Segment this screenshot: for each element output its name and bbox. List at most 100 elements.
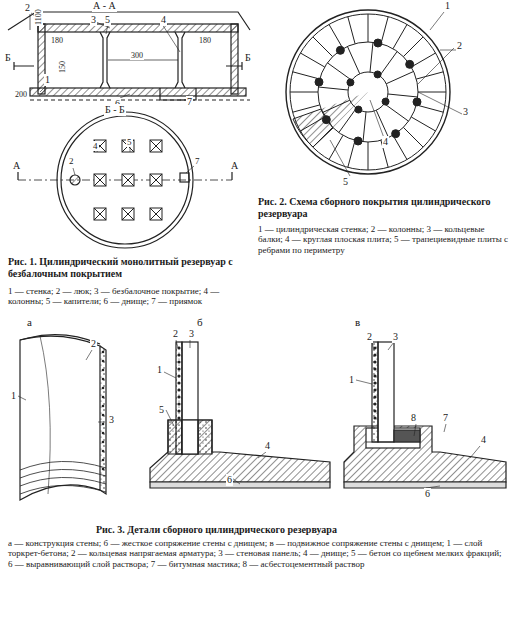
slab-joint: [386, 71, 413, 83]
capital-edge: [150, 174, 162, 186]
slab-joint: [293, 105, 320, 112]
precast-roof-plan: [286, 10, 450, 174]
callout-number: 150: [58, 60, 67, 74]
slab-joint: [411, 53, 435, 67]
rebar-dot: [102, 459, 105, 462]
column-dot: [382, 98, 389, 105]
slab-joint: [313, 37, 333, 57]
capital-edge: [150, 208, 162, 220]
callout-number: 4: [382, 136, 389, 148]
callout-number: б: [196, 316, 204, 329]
rebar-dot: [373, 374, 376, 377]
column-dot: [392, 130, 400, 138]
rebar-dot: [102, 432, 105, 435]
legend-text: 1 — стенка; 2 — люк; 3 — безбалочное пок…: [8, 286, 240, 307]
rebar-dot: [102, 423, 105, 426]
column-dot: [374, 39, 382, 47]
rebar-dot: [102, 441, 105, 444]
column-capital: [150, 174, 162, 186]
callout-number: 180: [50, 36, 64, 45]
rebar-dot: [373, 388, 376, 391]
callout-number: 6: [424, 488, 431, 500]
slab-joint: [329, 24, 343, 48]
rebar-dot: [177, 395, 180, 398]
section-a-a: [8, 4, 250, 100]
column-dot: [315, 78, 323, 86]
slab-joint: [368, 14, 369, 42]
column-capital: [150, 208, 162, 220]
rebar-dot: [102, 360, 105, 363]
slab-joint: [313, 127, 333, 147]
slab-joint: [293, 72, 320, 79]
callout-number: а: [26, 316, 33, 329]
slab-joint: [329, 135, 343, 159]
slab-joint: [300, 117, 324, 131]
figure-caption: Рис. 3. Детали сборного цилиндрического …: [96, 524, 496, 536]
slab-joint: [322, 100, 349, 112]
slab-joint: [318, 87, 348, 90]
rebar-dot: [373, 360, 376, 363]
rebar-dot: [177, 388, 180, 391]
slab-joint: [381, 17, 388, 44]
column-dot: [374, 71, 381, 78]
callout-number: 180: [198, 36, 212, 45]
callout-number: 3: [108, 414, 115, 426]
callout-number: Б - Б: [104, 104, 126, 116]
callout-number: А - А: [92, 0, 117, 12]
rebar-dot: [102, 450, 105, 453]
legend-text: 1 — цилиндрическая стенка; 2 — колонны; …: [258, 224, 508, 255]
callout-number: 5: [342, 176, 349, 188]
callout-number: 2: [68, 156, 75, 166]
callout-number: 1: [10, 390, 17, 402]
slab-joint: [380, 51, 398, 75]
slab-joint: [290, 92, 318, 93]
column-capital: [122, 174, 134, 186]
figure-caption: Рис. 2. Схема сборного покрытия цилиндри…: [258, 196, 508, 219]
rebar-dot: [373, 395, 376, 398]
rebar-dot: [373, 402, 376, 405]
slab-joint: [393, 135, 407, 159]
capital-edge: [94, 208, 106, 220]
callout-number: 7: [442, 412, 449, 424]
slab-joint: [403, 37, 423, 57]
rebar-dot: [177, 360, 180, 363]
slab-joint: [416, 72, 443, 79]
rebar-dot: [373, 416, 376, 419]
slab-joint: [411, 117, 435, 131]
rebar-dot: [102, 378, 105, 381]
wall-panel: [20, 335, 106, 500]
callout-number: 1100: [34, 8, 43, 26]
callout-number: Б: [4, 52, 12, 64]
callout-number: 2: [24, 2, 31, 14]
callout-number: Б: [244, 52, 252, 64]
callout-number: А: [12, 160, 21, 172]
column-capital: [122, 208, 134, 220]
callout-number: 2: [456, 40, 463, 52]
sliding-joint: [344, 342, 506, 488]
rebar-dot: [177, 381, 180, 384]
slab-joint: [327, 63, 351, 81]
column-dot: [347, 79, 354, 86]
callout-number: 2: [172, 328, 179, 340]
callout-number: 1: [444, 0, 451, 12]
rebar-dot: [102, 414, 105, 417]
slab-joint: [388, 94, 418, 97]
slab-joint: [339, 108, 357, 132]
ring-reinforcement: [102, 346, 377, 470]
leader-lines: [18, 12, 480, 488]
rebar-dot: [102, 396, 105, 399]
callout-number: 4: [92, 141, 99, 151]
slab-joint: [348, 17, 355, 44]
slab-joint: [418, 92, 446, 93]
rebar-dot: [102, 351, 105, 354]
slab-joint: [368, 142, 369, 170]
rebar-dot: [102, 369, 105, 372]
rebar-dot: [373, 353, 376, 356]
callout-number: 1: [348, 374, 355, 386]
callout-number: 3: [462, 106, 469, 118]
slab-joint: [403, 127, 423, 147]
figure-caption: Рис. 1. Цилиндрический монолитный резерв…: [8, 256, 240, 279]
capital-edge: [94, 174, 106, 186]
callout-number: 5: [126, 137, 133, 147]
column-dot: [336, 46, 344, 54]
